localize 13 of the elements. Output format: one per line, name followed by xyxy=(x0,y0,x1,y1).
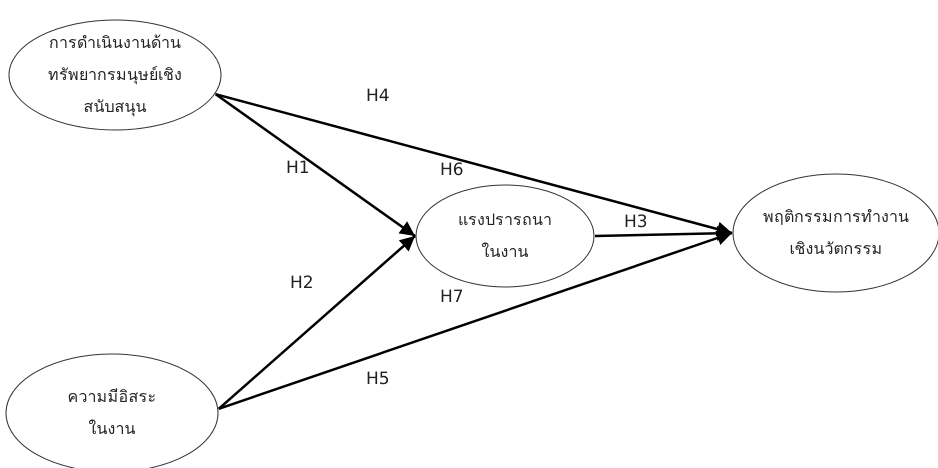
arrow xyxy=(218,235,416,410)
edge-label: H5 xyxy=(366,369,390,389)
hypothesis-label: H6 xyxy=(440,160,464,180)
edge-label: H2 xyxy=(290,273,314,293)
edge-label: H4 xyxy=(366,86,390,106)
construct-oval: การดำเนินงานด้านทรัพยากรมนุษย์เชิงสนับสนุน xyxy=(8,19,222,131)
edge-label: H1 xyxy=(286,158,310,178)
arrow xyxy=(218,230,732,410)
arrow xyxy=(215,92,732,236)
hypothesis-label: H7 xyxy=(440,287,464,307)
construct-oval: แรงปรารถนาในงาน xyxy=(415,184,595,288)
edge-label: H3 xyxy=(624,212,648,232)
arrow xyxy=(214,93,416,238)
